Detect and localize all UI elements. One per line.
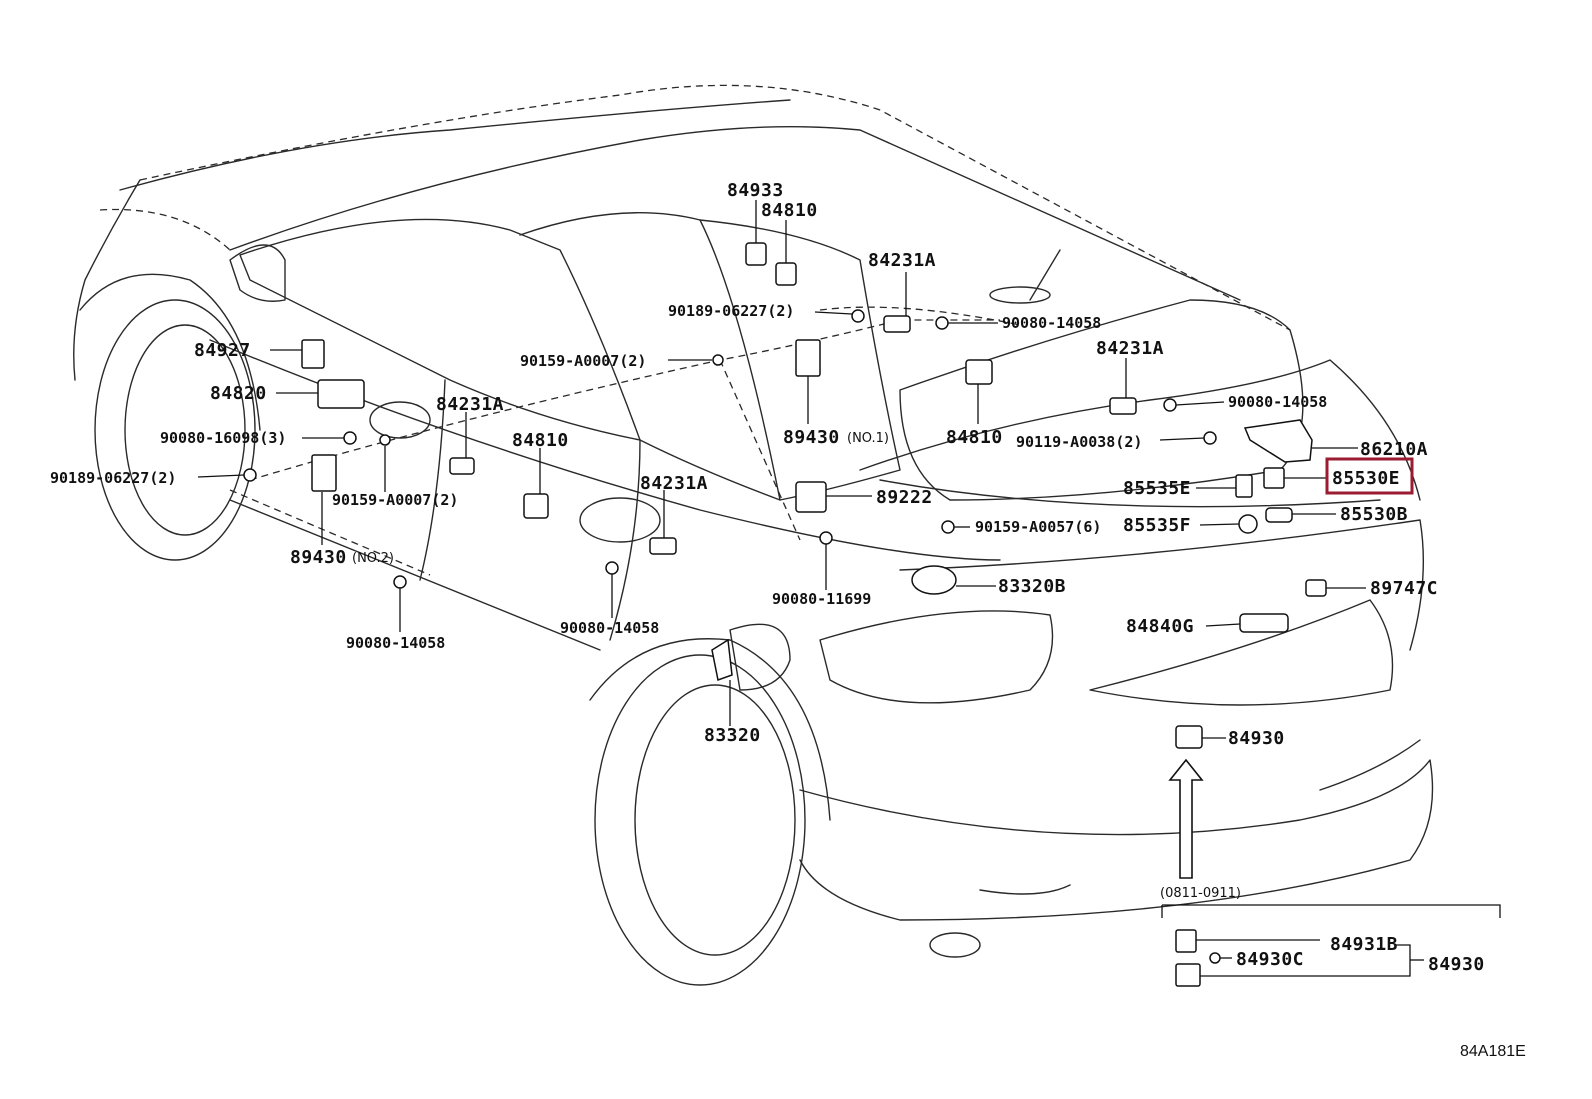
label-84231a-left: 84231A [436,394,504,415]
diagram-ref-code: 84A181E [1460,1043,1526,1060]
label-90080-right: 90080-14058 [1228,393,1327,411]
label-83320b: 83320B [998,576,1066,597]
bolt-90080-bottom-left-icon [393,575,407,589]
label-90119: 90119-A0038(2) [1016,433,1142,451]
part-84810-right-icon [965,359,993,385]
part-89430-no1-icon [795,339,821,377]
part-85535e-icon [1235,474,1253,498]
label-84231a-right: 84231A [1096,338,1164,359]
part-83320b-icon [911,565,957,595]
part-84840g-icon [1239,613,1289,633]
part-84820-icon [317,379,365,409]
part-85530e-icon [1263,467,1285,489]
label-83320: 83320 [704,725,761,746]
label-84810-mid: 84810 [512,430,569,451]
car-body-outline [73,84,1434,986]
label-90080-bottom-left: 90080-14058 [346,634,445,652]
label-90080-16098: 90080-16098(3) [160,429,286,447]
leader-lines [197,200,1501,977]
part-84933-icon [745,242,767,266]
part-84231a-right-icon [1109,397,1137,415]
part-84810-mid-icon [523,493,549,519]
label-85535e: 85535E [1123,478,1191,499]
bolt-90080-16098-icon [343,431,357,445]
label-84840g: 84840G [1126,616,1194,637]
part-84930-icon [1175,725,1203,749]
label-89747c: 89747C [1370,578,1438,599]
label-84231a-mid: 84231A [640,473,708,494]
label-date-range: (0811-0911) [1160,886,1241,901]
part-83320-icon [711,638,733,681]
part-86210a-icon [1243,419,1313,463]
part-84231a-top-icon [883,315,911,333]
label-90080-11699: 90080-11699 [772,590,871,608]
bolt-90080-top-icon [935,316,949,330]
part-84931b-icon [1175,929,1197,953]
part-85530b-icon [1265,507,1293,523]
bolt-90159-top-icon [712,354,724,366]
label-89222: 89222 [876,487,933,508]
callout-labels: 84933 84810 84231A 90189-06227(2) 90080-… [50,180,1526,1060]
label-90159-top: 90159-A0007(2) [520,352,646,370]
part-84927-icon [301,339,325,369]
label-84930c: 84930C [1236,949,1304,970]
label-84820: 84820 [210,383,267,404]
bolt-90080-11699-icon [819,531,833,545]
label-84231a-top: 84231A [868,250,936,271]
label-84931b: 84931B [1330,934,1398,955]
bolt-90119-icon [1203,431,1217,445]
bolt-90080-right-icon [1163,398,1177,412]
part-84231a-mid-icon [649,537,677,555]
label-89430-no1: 89430 [783,427,840,448]
part-89430-no2-icon [311,454,337,492]
label-89430-no2: 89430 [290,547,347,568]
label-85530b: 85530B [1340,504,1408,525]
part-89222-icon [795,481,827,513]
part-85535f-icon [1238,514,1258,534]
label-84810-top: 84810 [761,200,818,221]
label-90159-a0057: 90159-A0057(6) [975,518,1101,536]
label-90189-left: 90189-06227(2) [50,469,176,487]
label-84933: 84933 [727,180,784,201]
label-84810-right: 84810 [946,427,1003,448]
label-90189-top: 90189-06227(2) [668,302,794,320]
part-84810-icon [775,262,797,286]
part-84930-group-icon [1175,963,1201,987]
part-89747c-icon [1305,579,1327,597]
bolt-90159-a0007-left-icon [379,434,391,446]
label-90080-bottom-mid: 90080-14058 [560,619,659,637]
clip-90189-left-icon [243,468,257,482]
label-90159-mid: 90159-A0007(2) [332,491,458,509]
label-84930: 84930 [1228,728,1285,749]
label-90080-top: 90080-14058 [1002,314,1101,332]
bolt-90080-bottom-mid-icon [605,561,619,575]
label-no1: (NO.1) [847,431,889,446]
part-icons [243,242,1327,987]
label-84927: 84927 [194,340,251,361]
label-85530e: 85530E [1332,468,1400,489]
arrow-to-84930 [1168,758,1204,879]
part-84930c-icon [1209,952,1221,964]
label-84930-group: 84930 [1428,954,1485,975]
highlight-box-85530e [1325,457,1414,495]
label-no2: (NO.2) [352,551,394,566]
clip-90189-top-icon [851,309,865,323]
label-85535f: 85535F [1123,515,1191,536]
label-86210a: 86210A [1360,439,1428,460]
part-84231a-left-icon [449,457,475,475]
bolt-90159-a0057-icon [941,520,955,534]
